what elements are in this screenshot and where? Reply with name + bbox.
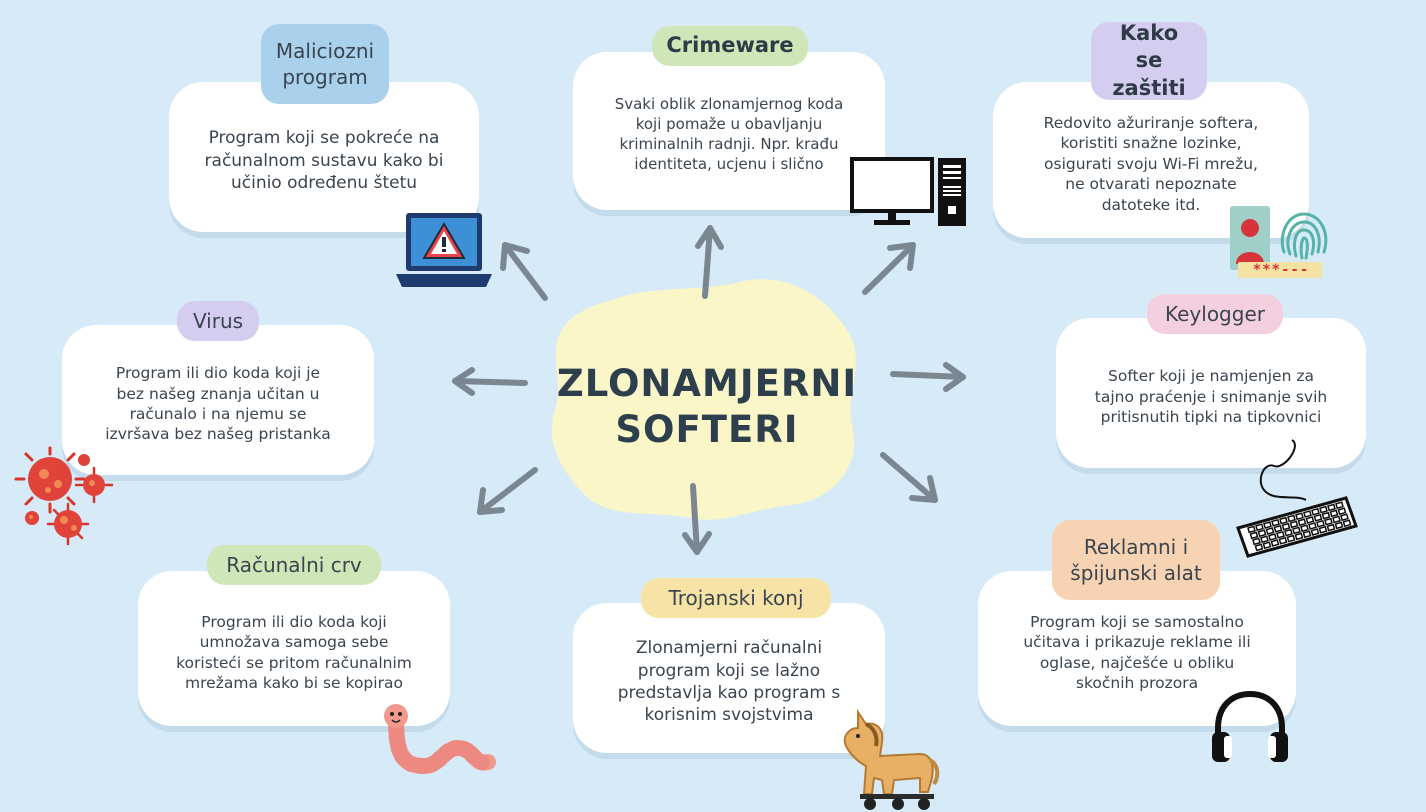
tag-keylogger: Keylogger bbox=[1147, 294, 1283, 334]
arrow-to-trojanski bbox=[682, 483, 712, 555]
headphones-icon bbox=[1212, 690, 1288, 762]
arrow-to-virus bbox=[452, 367, 528, 396]
password-mask: ***--- bbox=[1252, 262, 1310, 278]
card-crv: Program ili dio koda koji umnožava samog… bbox=[138, 571, 450, 726]
tag-crv: Računalni crv bbox=[207, 545, 381, 585]
card-crimeware-text: Svaki oblik zlonamjernog koda koji pomaž… bbox=[614, 95, 844, 173]
tag-kako: Kako se zaštiti bbox=[1091, 21, 1207, 100]
arrow-to-maliciozni bbox=[500, 242, 548, 301]
tag-trojanski: Trojanski konj bbox=[641, 578, 831, 618]
card-virus: Program ili dio koda koji je bez našeg z… bbox=[62, 325, 374, 475]
trojan-horse-icon bbox=[843, 708, 940, 810]
tag-crimeware: Crimeware bbox=[652, 26, 808, 66]
arrow-to-crv bbox=[477, 467, 538, 515]
card-keylogger: Softer koji je namjenjen za tajno praćen… bbox=[1056, 318, 1366, 468]
card-trojanski: Zlonamjerni računalni program koji se la… bbox=[573, 603, 885, 753]
fingerprint-password-icon bbox=[1230, 206, 1328, 278]
card-maliciozni-text: Program koji se pokreće na računalnom su… bbox=[204, 128, 444, 194]
card-keylogger-text: Softer koji je namjenjen za tajno praćen… bbox=[1094, 367, 1328, 427]
card-trojanski-text: Zlonamjerni računalni program koji se la… bbox=[617, 638, 841, 726]
tag-virus: Virus bbox=[177, 301, 259, 341]
laptop-warning-icon bbox=[396, 213, 492, 287]
card-kako-text: Redovito ažuriranje softera, koristiti s… bbox=[1043, 113, 1259, 214]
card-maliciozni: Program koji se pokreće na računalnom su… bbox=[169, 82, 479, 232]
card-crv-text: Program ili dio koda koji umnožava samog… bbox=[176, 612, 412, 692]
card-crimeware: Svaki oblik zlonamjernog koda koji pomaž… bbox=[573, 52, 885, 210]
tag-maliciozni: Maliciozni program bbox=[261, 24, 389, 104]
card-virus-text: Program ili dio koda koji je bez našeg z… bbox=[105, 364, 331, 444]
virus-icon bbox=[14, 446, 114, 546]
desktop-computer-icon bbox=[850, 157, 966, 226]
worm-icon bbox=[384, 704, 496, 775]
arrow-to-keylogger bbox=[890, 362, 966, 392]
arrow-to-crimeware bbox=[695, 225, 724, 299]
arrow-to-kako bbox=[862, 242, 916, 295]
tag-reklamni: Reklamni i špijunski alat bbox=[1052, 520, 1220, 600]
card-reklamni-text: Program koji se samostalno učitava i pri… bbox=[1023, 612, 1251, 692]
arrow-to-reklamni bbox=[880, 452, 938, 503]
keyboard-icon bbox=[1236, 439, 1358, 558]
center-title: ZLONAMJERNI SOFTERI bbox=[556, 361, 858, 451]
